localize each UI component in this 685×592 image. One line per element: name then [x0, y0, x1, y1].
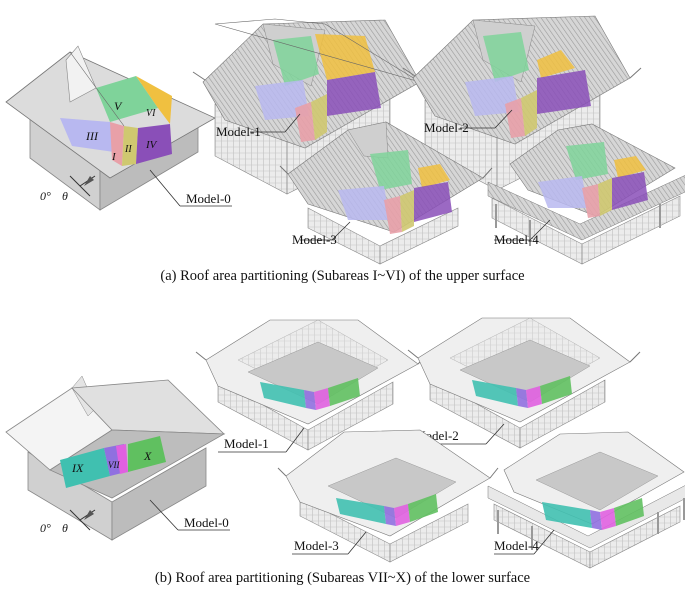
- model-label: Model-2: [424, 120, 469, 135]
- subarea-x-region: [128, 436, 166, 472]
- model-4-upper: [487, 123, 685, 265]
- subarea-i-region: [110, 122, 124, 166]
- subarea-label: IX: [71, 461, 84, 475]
- subarea-iv-region: [612, 172, 648, 210]
- subarea-iii-region: [538, 176, 588, 208]
- subarea-v-region: [273, 36, 319, 86]
- model-0-lower: IX VII X 0° θ Model-0: [5, 375, 230, 541]
- subarea-ii-region: [311, 94, 327, 140]
- subarea-viii-region: [384, 506, 396, 526]
- model-label: Model-4: [494, 538, 539, 553]
- subarea-vii-region: [394, 504, 410, 526]
- subarea-i-region: [295, 102, 315, 142]
- subarea-iv-region: [537, 70, 591, 114]
- subarea-label: II: [124, 144, 132, 155]
- subarea-ii-region: [598, 178, 612, 216]
- subarea-vi-region: [418, 164, 450, 188]
- model-label: Model-1: [216, 124, 261, 139]
- subarea-vi-region: [614, 156, 646, 178]
- model-1-lower: [195, 319, 429, 451]
- subarea-vii-region: [314, 388, 330, 410]
- subarea-vi-region: [136, 76, 172, 124]
- axis-symbol: 0°: [40, 189, 51, 203]
- model-4-lower: [487, 431, 685, 569]
- subarea-iii-region: [60, 118, 114, 152]
- subarea-label: VI: [146, 108, 156, 119]
- subarea-i-region: [582, 184, 600, 218]
- model-label: Model-0: [186, 191, 231, 206]
- subarea-v-region: [96, 76, 158, 122]
- subarea-iv-region: [414, 182, 452, 222]
- subarea-ix-region: [336, 498, 386, 524]
- subarea-ix-region: [60, 448, 110, 488]
- subarea-iii-region: [338, 186, 390, 220]
- subarea-v-region: [566, 142, 608, 180]
- model-3-lower: [277, 429, 499, 563]
- subarea-x-region: [328, 378, 360, 406]
- subarea-ix-region: [260, 382, 306, 408]
- subarea-vi-region: [537, 50, 575, 78]
- model-label: Model-3: [294, 538, 339, 553]
- subarea-viii-region: [590, 510, 602, 530]
- subarea-vii-region: [116, 444, 128, 474]
- subarea-x-region: [408, 494, 438, 522]
- subarea-ii-region: [521, 90, 537, 136]
- subarea-label: VII: [108, 460, 120, 470]
- caption-lower-surface: (b) Roof area partitioning (Subareas VII…: [154, 570, 531, 586]
- subarea-viii-region: [516, 388, 528, 408]
- subarea-ix-region: [542, 502, 592, 528]
- subarea-ix-region: [472, 380, 518, 406]
- subarea-i-region: [505, 98, 525, 138]
- subarea-v-region: [483, 32, 529, 82]
- subarea-iv-region: [327, 72, 381, 116]
- subarea-label: X: [143, 449, 152, 463]
- subarea-label: IV: [145, 139, 158, 151]
- subarea-vii-region: [600, 508, 616, 530]
- subarea-v-region: [370, 150, 412, 190]
- subarea-label: III: [85, 129, 99, 143]
- model-label: Model-3: [292, 232, 337, 247]
- axis-symbol: θ: [62, 189, 68, 203]
- subarea-ii-region: [400, 190, 414, 232]
- model-3-upper: [279, 121, 493, 265]
- model-label: Model-1: [224, 436, 269, 451]
- subarea-i-region: [384, 196, 402, 234]
- subarea-viii-region: [304, 390, 316, 410]
- caption-upper-surface: (a) Roof area partitioning (Subareas I~V…: [160, 268, 525, 284]
- model-2-lower: [407, 317, 641, 449]
- model-label: Model-4: [494, 232, 539, 247]
- subarea-iv-region: [136, 124, 172, 164]
- subarea-ii-region: [122, 126, 138, 166]
- model-label: Model-0: [184, 515, 229, 530]
- subarea-x-region: [614, 498, 644, 526]
- axis-symbol: θ: [62, 521, 68, 535]
- subarea-x-region: [540, 376, 572, 404]
- subarea-vii-region: [526, 386, 542, 408]
- axis-symbol: 0°: [40, 521, 51, 535]
- subarea-label: V: [114, 99, 123, 113]
- subarea-label: I: [111, 151, 117, 163]
- model-0-upper: V VI III I II IV 0° θ Model-0: [5, 45, 232, 211]
